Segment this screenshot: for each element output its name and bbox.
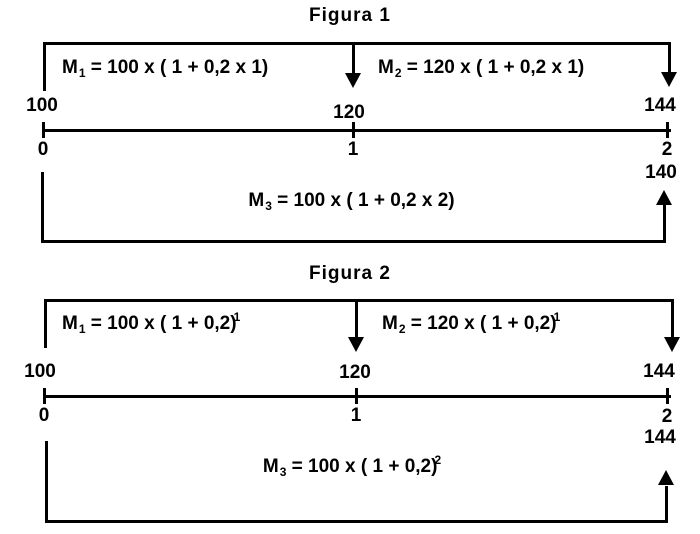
fig2-up-arrow-icon xyxy=(658,470,674,485)
equation-text: = 100 x ( 1 + 0,2 x 1) xyxy=(85,57,269,78)
subscript: 3 xyxy=(265,199,272,213)
fig1-amount-2: 144 xyxy=(644,95,676,116)
equation-text: = 100 x ( 1 + 0,2) xyxy=(286,456,438,477)
fig2-period-2: 2 xyxy=(661,406,673,427)
fig1-bottom-bracket-left-line xyxy=(41,172,44,243)
equation-text: M xyxy=(378,57,394,78)
fig1-result-value: 140 xyxy=(645,162,677,183)
fig2-tick-2 xyxy=(666,388,669,404)
fig2-period-0: 0 xyxy=(38,405,50,426)
fig2-mid-down-arrow-icon xyxy=(348,337,364,352)
fig2-tick-0 xyxy=(43,388,46,404)
fig2-amount-2: 144 xyxy=(643,361,675,382)
fig2-bottom-bracket-left-line xyxy=(45,441,48,523)
fig2-bottom-bracket-line xyxy=(45,520,668,523)
fig2-equation-m3: M3 = 100 x ( 1 + 0,2)2 xyxy=(263,453,441,479)
equation-text: = 100 x ( 1 + 0,2 x 2) xyxy=(271,190,455,211)
fig1-tick-0 xyxy=(42,122,45,138)
fig1-bottom-bracket-line xyxy=(41,240,666,243)
fig1-mid-down-arrow-icon xyxy=(345,73,361,88)
fig2-right-down-arrow-icon xyxy=(664,337,680,352)
subscript: 2 xyxy=(398,322,406,336)
fig1-top-bracket-line xyxy=(43,42,671,45)
fig1-right-down-arrow-icon xyxy=(661,72,677,87)
fig2-top-bracket-left-line xyxy=(44,299,47,348)
superscript: 1 xyxy=(233,310,241,324)
fig1-tick-1 xyxy=(352,122,355,138)
fig1-up-arrow-icon xyxy=(656,190,672,205)
equation-text: = 120 x ( 1 + 0,2 x 1) xyxy=(401,57,585,78)
equation-text: M xyxy=(262,456,279,477)
equation-text: M xyxy=(382,313,398,334)
fig1-amount-0: 100 xyxy=(26,95,58,116)
subscript: 3 xyxy=(279,465,287,479)
equation-text: = 100 x ( 1 + 0,2) xyxy=(85,313,237,334)
fig2-equation-m2: M2 = 120 x ( 1 + 0,2)1 xyxy=(382,310,560,336)
equation-text: M xyxy=(62,313,78,334)
fig1-timeline xyxy=(43,129,671,132)
fig2-amount-0: 100 xyxy=(24,361,56,382)
equation-text: M xyxy=(248,190,265,211)
equation-text: = 120 x ( 1 + 0,2) xyxy=(405,313,557,334)
figure2-title: Figura 2 xyxy=(309,263,391,284)
superscript: 2 xyxy=(434,453,442,467)
fig2-tick-1 xyxy=(355,388,358,404)
fig2-right-arrow-line xyxy=(671,299,674,337)
fig1-equation-m1: M1 = 100 x ( 1 + 0,2 x 1) xyxy=(62,54,268,80)
fig1-period-2: 2 xyxy=(661,139,673,160)
fig1-right-arrow-line xyxy=(668,42,671,74)
fig2-top-bracket-line xyxy=(44,299,674,302)
fig1-period-1: 1 xyxy=(347,139,359,160)
fig2-mid-arrow-line xyxy=(355,299,358,337)
fig1-amount-1: 120 xyxy=(333,102,365,123)
fig2-equation-m1: M1 = 100 x ( 1 + 0,2)1 xyxy=(62,310,240,336)
fig1-equation-m2: M2 = 120 x ( 1 + 0,2 x 1) xyxy=(378,54,584,80)
fig2-period-1: 1 xyxy=(350,405,362,426)
subscript: 2 xyxy=(394,66,402,80)
fig2-amount-1: 120 xyxy=(339,362,371,383)
subscript: 1 xyxy=(78,322,86,336)
superscript: 1 xyxy=(553,310,561,324)
equation-text: M xyxy=(62,57,78,78)
fig1-equation-m3: M3 = 100 x ( 1 + 0,2 x 2) xyxy=(248,187,454,213)
fig1-tick-2 xyxy=(666,122,669,138)
fig2-result-value: 144 xyxy=(644,427,676,448)
fig1-top-bracket-left-line xyxy=(43,42,46,91)
figure1-title: Figura 1 xyxy=(309,5,391,26)
fig2-up-arrow-line xyxy=(665,486,668,523)
fig1-mid-arrow-line xyxy=(352,42,355,75)
fig1-up-arrow-line xyxy=(663,205,666,243)
subscript: 1 xyxy=(78,66,86,80)
fig1-period-0: 0 xyxy=(37,139,49,160)
